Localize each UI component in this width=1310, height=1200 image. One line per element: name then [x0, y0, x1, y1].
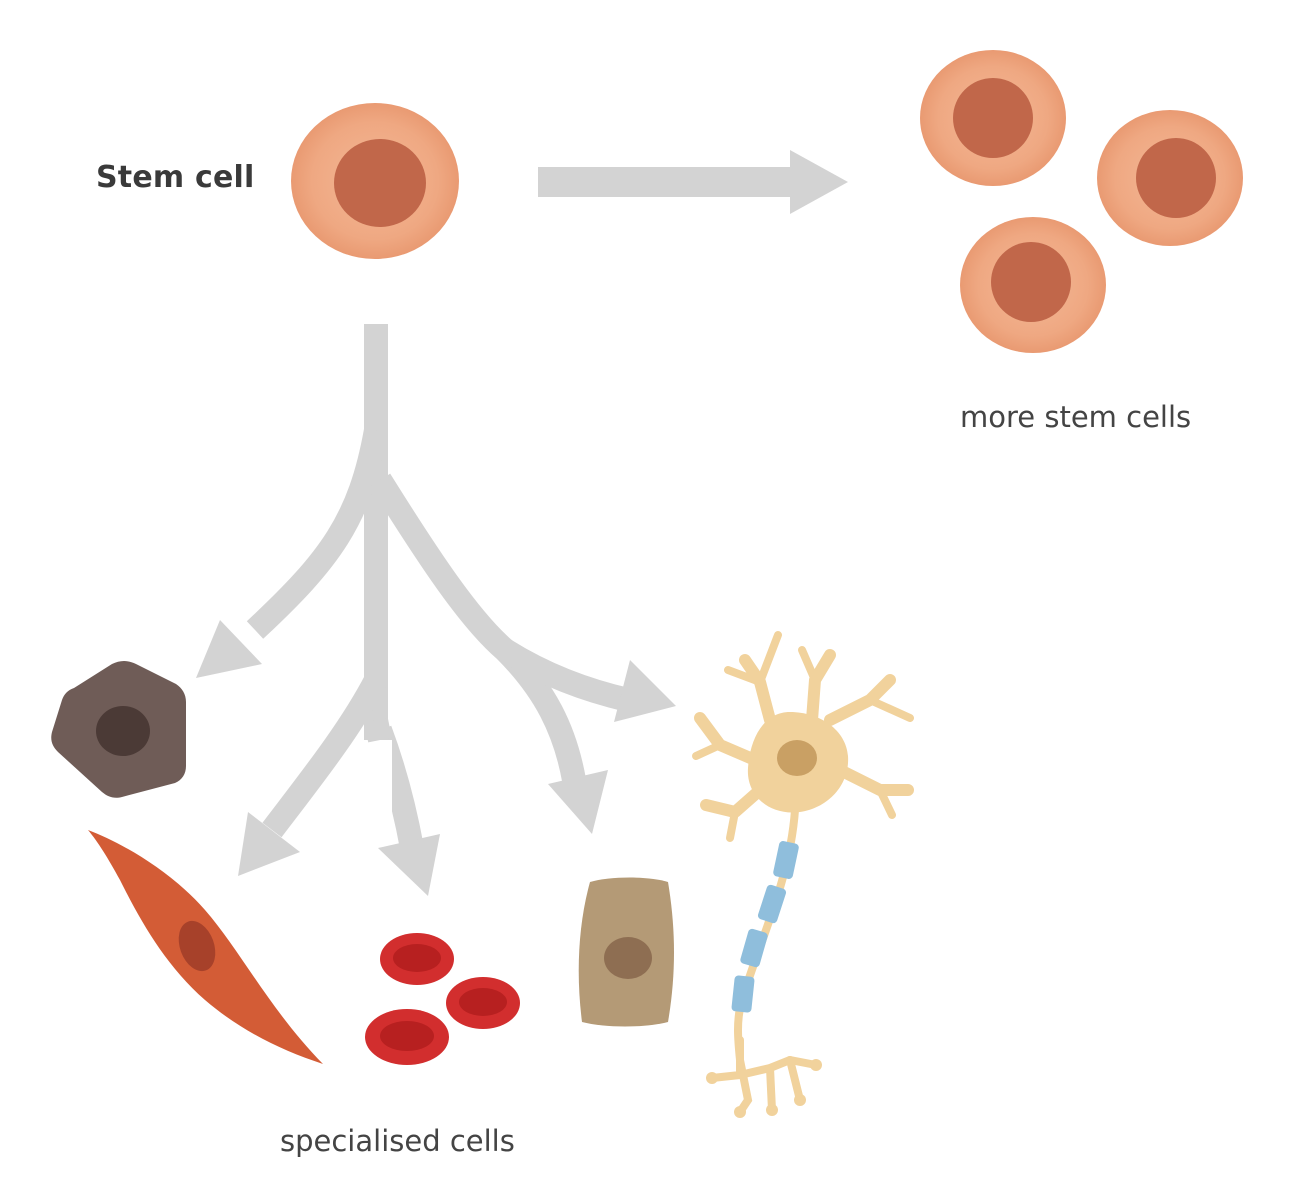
stem-cell-copy-2 — [1097, 110, 1243, 246]
stem-cell-label: Stem cell — [96, 160, 255, 195]
arrowhead-bone — [196, 620, 262, 678]
stem-cell-copy-1 — [920, 50, 1066, 186]
red-blood-cells — [365, 933, 520, 1065]
red-blood-cell-1 — [380, 933, 454, 985]
more-stem-cells-label: more stem cells — [960, 400, 1192, 434]
nerve-cell — [692, 631, 914, 1118]
more-stem-cells — [920, 50, 1243, 353]
muscle-cell — [88, 830, 323, 1064]
specialised-cells-label: specialised cells — [280, 1124, 515, 1158]
stem-cell-copy-3 — [960, 217, 1106, 353]
myelin-sheaths — [731, 841, 799, 1013]
stem-cell — [291, 103, 459, 259]
arrow-branch-epithelial — [369, 473, 586, 783]
red-blood-cell-2 — [446, 977, 520, 1029]
arrowheads — [196, 620, 676, 896]
arrow-branch-nerve — [498, 639, 631, 712]
bone-cell — [51, 661, 186, 798]
epithelial-cell — [578, 877, 674, 1027]
arrow-branch-bone — [246, 427, 388, 639]
arrowhead-muscle — [238, 812, 300, 876]
arrow-branch-muscle — [262, 674, 387, 838]
arrowhead-rbc — [378, 834, 440, 896]
self-renewal-arrow — [538, 150, 848, 214]
differentiation-arrows — [246, 324, 631, 1000]
red-blood-cell-3 — [365, 1009, 449, 1065]
arrowhead-epithelial — [548, 770, 608, 834]
arrowhead-nerve — [614, 660, 676, 722]
